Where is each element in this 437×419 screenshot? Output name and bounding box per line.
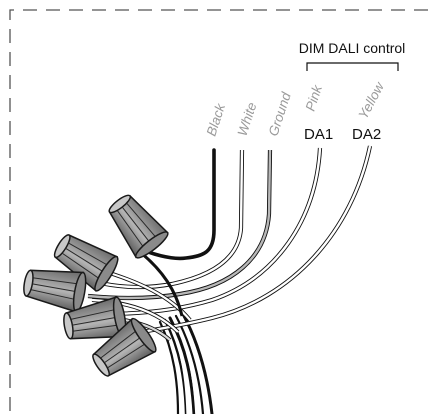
wire-label-black: Black — [204, 101, 229, 138]
wire-white — [95, 149, 245, 290]
terminal-label-da1: DA1 — [304, 126, 333, 143]
dashed-border — [9, 9, 437, 411]
wire-label-white: White — [235, 100, 260, 137]
wire-pink — [103, 147, 323, 317]
wire-yellow — [131, 145, 373, 337]
terminal-label-da2: DA2 — [352, 126, 381, 143]
wire-connector-3 — [23, 269, 87, 313]
wire-connector-2 — [53, 234, 119, 292]
dali-group-label: DIM DALI control — [299, 40, 406, 56]
wire-connector-1 — [108, 194, 169, 259]
wire-label-pink: Pink — [303, 82, 326, 113]
wire-connector-5 — [92, 317, 157, 377]
wire-label-ground: Ground — [266, 90, 294, 138]
wire-label-yellow: Yellow — [355, 79, 387, 122]
dali-group-bracket — [306, 62, 399, 71]
